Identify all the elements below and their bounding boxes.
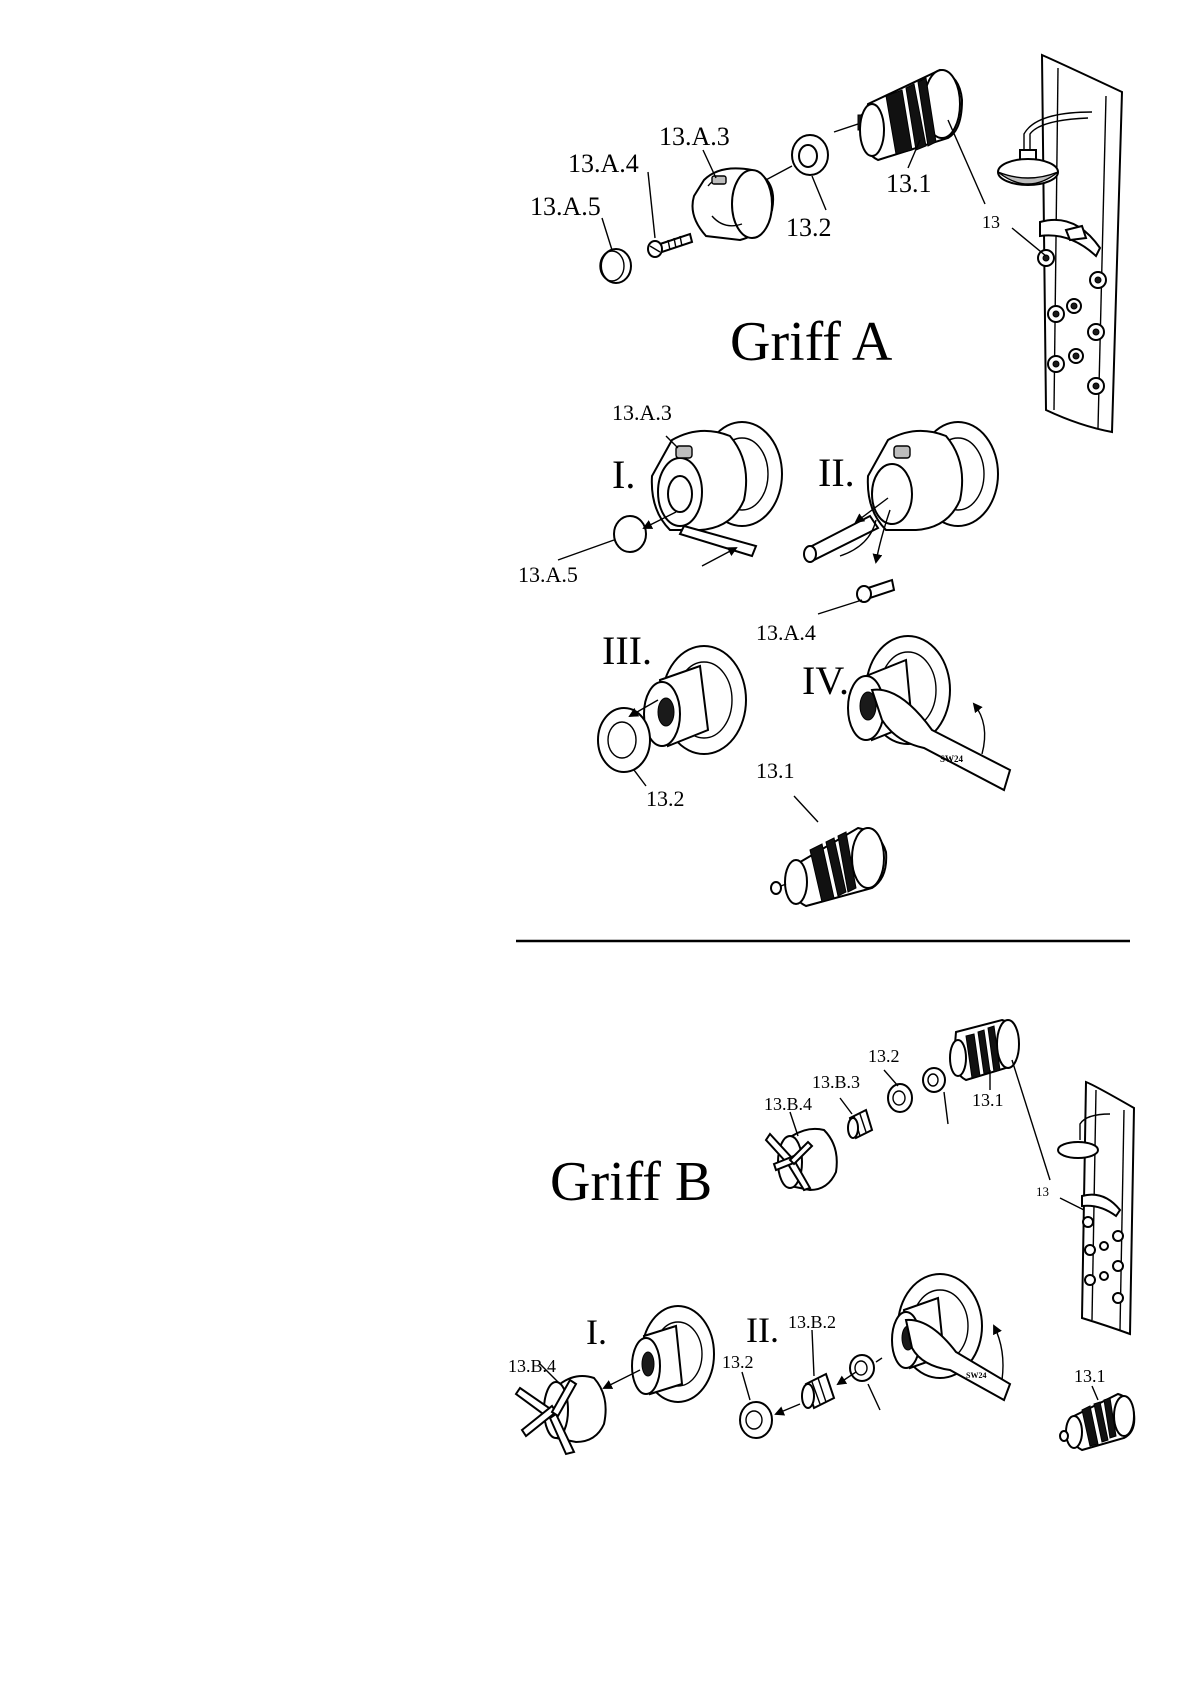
label-cartridge-13-1-b: 13.1: [972, 1090, 1004, 1110]
label-panel-ref-13-a: 13: [982, 212, 1000, 232]
label-step-a3-ring: 13.2: [646, 786, 685, 811]
cartridge-13-1-a: [834, 70, 962, 160]
step-a-2: II. 13.A.4: [756, 422, 998, 645]
label-step-b2-insert: 13.B.2: [788, 1312, 836, 1332]
removed-cartridge-a: [771, 828, 886, 906]
section-a-title: Griff A: [730, 311, 893, 373]
washer-b: [923, 1068, 945, 1092]
label-panel-ref-13-b: 13: [1036, 1184, 1049, 1199]
label-handle-13-a-3: 13.A.3: [659, 122, 730, 151]
handle-13-b-4: [766, 1129, 837, 1190]
ring-13-2-a: [792, 135, 828, 175]
section-a-exploded: 13.A.3 13.A.4 13.A.5 13.2 13.1 13: [530, 55, 1122, 432]
label-ring-13-2-a: 13.2: [786, 213, 832, 242]
step-a-1: 13.A.3 I. 13.A.5: [518, 400, 782, 587]
label-cartridge-13-1-a: 13.1: [886, 169, 932, 198]
label-handle-13-b-4: 13.B.4: [764, 1094, 812, 1114]
cap-13-a-5: [600, 249, 631, 283]
numeral-step-a1: I.: [612, 452, 635, 497]
step-a-3: III. 13.2: [598, 628, 746, 811]
label-step-a4-cartridge: 13.1: [756, 758, 795, 783]
numeral-step-a2: II.: [818, 450, 855, 495]
label-step-b1-handle: 13.B.4: [508, 1356, 556, 1376]
label-step-a1-handle: 13.A.3: [612, 400, 672, 425]
label-step-a2-screw: 13.A.4: [756, 620, 816, 645]
wrench-size-a: SW24: [940, 754, 964, 764]
removed-cartridge-b: [1060, 1394, 1134, 1450]
ring-13-2-b: [888, 1084, 912, 1112]
shower-panel-b: [1058, 1082, 1134, 1334]
label-ring-13-2-b: 13.2: [868, 1046, 900, 1066]
step-a-4: SW24 IV. 13.1: [756, 636, 1010, 906]
label-step-a1-cap: 13.A.5: [518, 562, 578, 587]
wrench-size-b: SW24: [966, 1371, 986, 1380]
label-step-b2-ring: 13.2: [722, 1352, 754, 1372]
section-b-title: Griff B: [550, 1151, 712, 1213]
numeral-step-b1: I.: [586, 1312, 607, 1352]
numeral-step-a4: IV.: [802, 658, 849, 703]
label-insert-13-b-3: 13.B.3: [812, 1072, 860, 1092]
numeral-step-a3: III.: [602, 628, 652, 673]
label-screw-13-a-4: 13.A.4: [568, 149, 639, 178]
label-cap-13-a-5: 13.A.5: [530, 192, 601, 221]
shower-panel-a: [998, 55, 1122, 432]
handle-13-a-3: [693, 166, 793, 240]
numeral-step-b2: II.: [746, 1310, 779, 1350]
step-b-1: 13.B.4 I.: [508, 1306, 714, 1454]
label-step-b2-cartridge: 13.1: [1074, 1366, 1106, 1386]
cartridge-13-1-b: [950, 1020, 1019, 1080]
step-b-2: SW24 II. 13.B.2 13.2 13.1: [722, 1274, 1134, 1450]
